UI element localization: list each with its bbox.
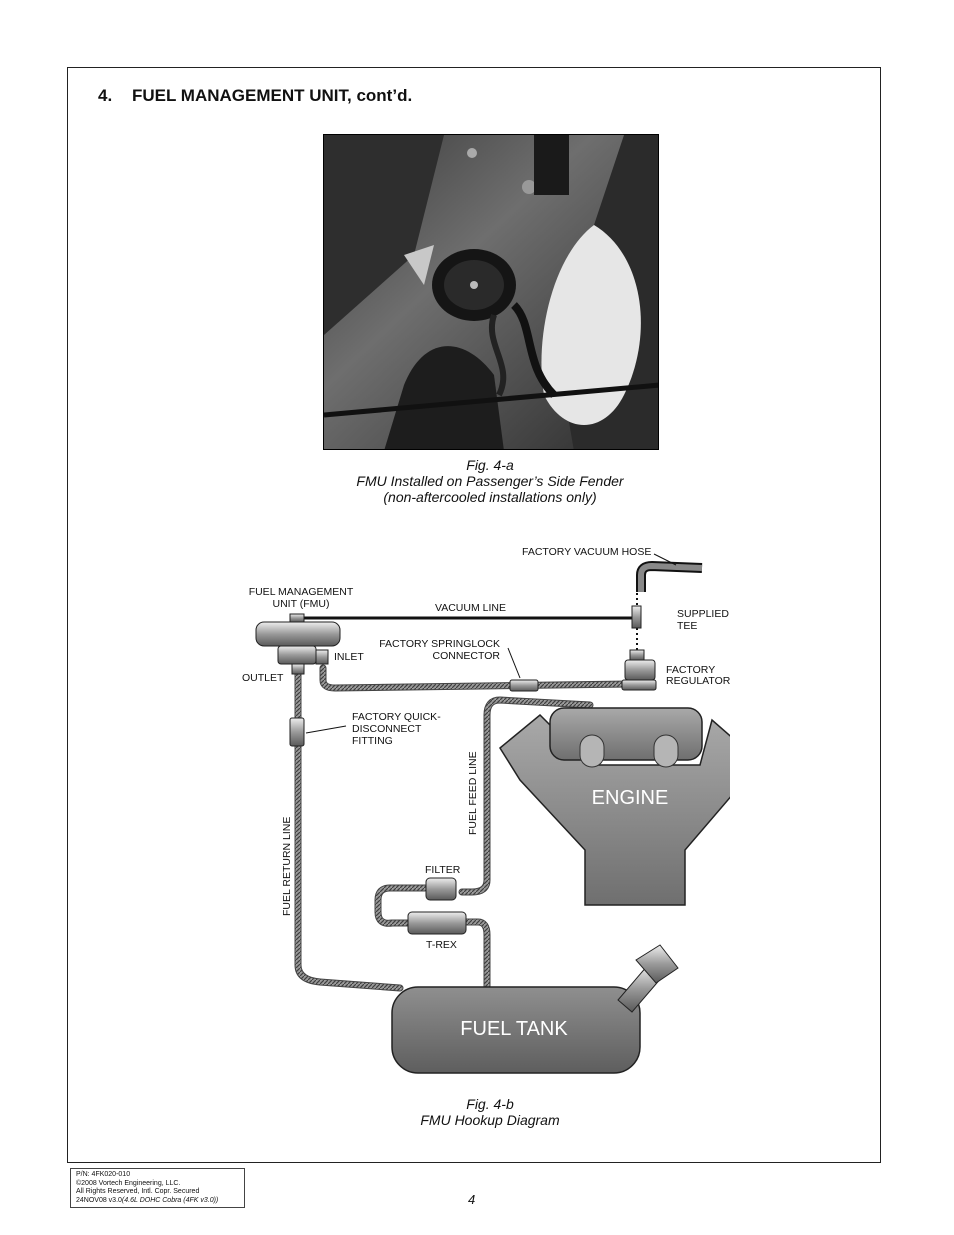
supplied-tee-label-line2: TEE [677,620,697,632]
footer-copyright: ©2008 Vortech Engineering, LLC. [76,1180,239,1189]
quick-disconnect-label-line3: FITTING [352,735,393,747]
quick-disconnect-label-line2: DISCONNECT [352,723,422,735]
inlet-label: INLET [334,651,364,663]
fmu-unit [256,614,340,674]
fuel-return-line-label: FUEL RETURN LINE [281,817,293,916]
fig-4b-caption: Fig. 4-b FMU Hookup Diagram [290,1096,690,1128]
fig-4b-label: Fig. 4-b [290,1096,690,1112]
quick-disconnect-leader [306,726,346,733]
springlock-label-line1: FACTORY SPRINGLOCK [379,638,500,650]
springlock-connector [510,680,538,691]
footer-part-number: P/N: 4FK020-010 [76,1171,239,1180]
fuel-tank-label: FUEL TANK [460,1018,568,1040]
fuel-filter [426,878,456,900]
page-number: 4 [468,1192,475,1207]
factory-regulator [622,650,656,690]
fig-4a-line1: FMU Installed on Passenger’s Side Fender [290,473,690,489]
t-rex-pump [408,912,466,934]
fmu-label-line2: UNIT (FMU) [273,598,330,610]
fmu-install-photo [323,134,659,450]
supplied-tee [632,606,641,628]
fmu-hookup-diagram: ENGINE FUEL TANK FACTORY VACUUM HOSE FUE… [230,540,730,1080]
regulator-label-line2: REGULATOR [666,675,730,687]
engine-block: ENGINE [500,708,730,905]
quick-disconnect-fitting [290,718,304,746]
factory-vacuum-hose-label: FACTORY VACUUM HOSE [522,546,651,558]
footer-version-row: 24NOV08 v3.0(4.6L DOHC Cobra (4FK v3.0)) [76,1197,239,1206]
quick-disconnect-label-line1: FACTORY QUICK- [352,711,441,723]
supplied-tee-label-line1: SUPPLIED [677,608,729,620]
photo-illustration [324,135,659,450]
fig-4b-line1: FMU Hookup Diagram [290,1112,690,1128]
footer-version-detail: (4.6L DOHC Cobra (4FK v3.0)) [122,1197,218,1204]
footer-rights: All Rights Reserved, Intl. Copr. Secured [76,1188,239,1197]
section-number: 4. [98,86,132,106]
fig-4a-line2: (non-aftercooled installations only) [290,489,690,505]
engine-label: ENGINE [592,787,669,809]
section-title: FUEL MANAGEMENT UNIT, cont’d. [132,86,412,105]
vacuum-line-label: VACUUM LINE [435,602,506,614]
fuel-feed-line-label: FUEL FEED LINE [467,751,479,835]
footer-version: 24NOV08 v3.0 [76,1197,122,1204]
fuel-tank: FUEL TANK [392,945,678,1073]
footer-info-box: P/N: 4FK020-010 ©2008 Vortech Engineerin… [70,1168,245,1208]
fig-4a-label: Fig. 4-a [290,457,690,473]
section-heading: 4.FUEL MANAGEMENT UNIT, cont’d. [98,86,412,106]
fmu-label-line1: FUEL MANAGEMENT [249,586,354,598]
springlock-label-line2: CONNECTOR [433,650,501,662]
springlock-leader [508,648,520,678]
filter-label: FILTER [425,864,461,876]
t-rex-label: T-REX [426,939,457,951]
fig-4a-caption: Fig. 4-a FMU Installed on Passenger’s Si… [290,457,690,505]
outlet-label: OUTLET [242,672,284,684]
